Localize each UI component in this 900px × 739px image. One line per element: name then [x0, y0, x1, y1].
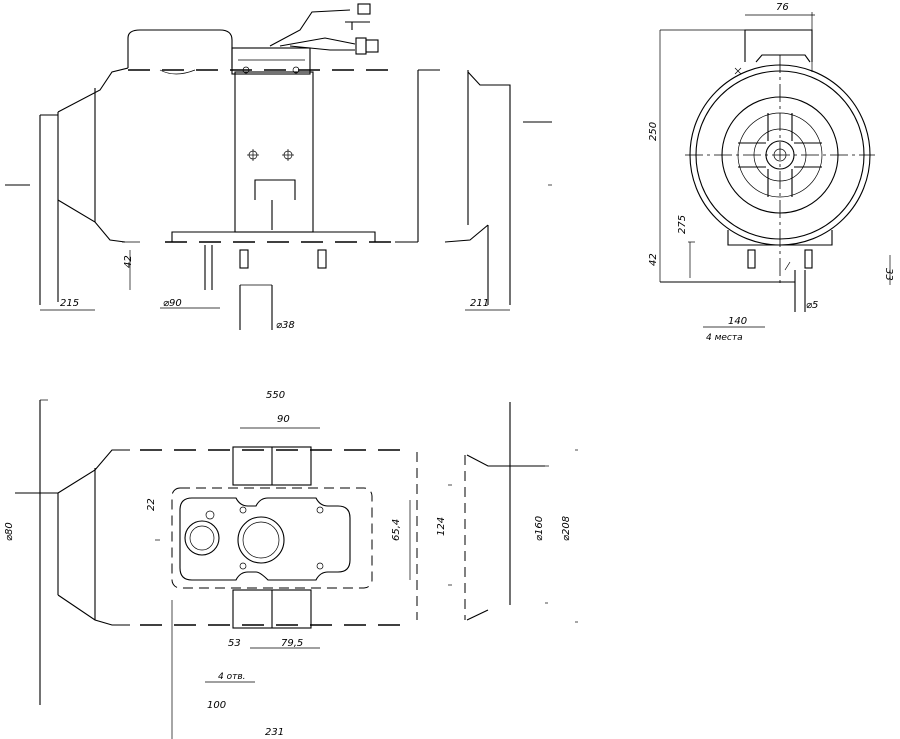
- side-dim-outlet: 211: [470, 298, 489, 309]
- side-dim-cap: ⌀38: [276, 320, 295, 331]
- front-dim-height-left: 250: [648, 122, 659, 141]
- side-dim-inlet: 215: [60, 298, 79, 309]
- top-dim-offset: 22: [146, 498, 157, 511]
- top-dim-holes: 4 отв.: [218, 672, 246, 682]
- top-dim-outer-diameter: ⌀208: [561, 516, 572, 541]
- top-dim-spacing-b: 79,5: [281, 638, 303, 649]
- side-view: 215 ⌀90 211 ⌀38 42: [5, 3, 552, 331]
- side-dim-offset: 42: [123, 255, 134, 268]
- side-dim-duct: ⌀90: [163, 298, 182, 309]
- top-dim-body-height: 124: [436, 517, 447, 536]
- top-dim-total: 231: [265, 727, 284, 738]
- front-dim-foot: 42: [648, 253, 659, 266]
- front-dim-base-note: 4 места: [706, 333, 743, 343]
- front-view: 76 250 275 42 33 ⌀5 140 4 места: [648, 2, 894, 343]
- top-dim-spacing-a: 53: [228, 638, 241, 649]
- top-view: 550 90 22 ⌀80 65,4 124 ⌀160 ⌀208 53 79,5…: [4, 390, 578, 739]
- top-dim-inlet: ⌀80: [4, 522, 15, 541]
- front-dim-top-width: 76: [776, 2, 789, 13]
- top-dim-plate-offset: 100: [207, 700, 226, 711]
- front-dim-hole: ⌀5: [806, 300, 818, 311]
- top-dim-plate-height: 65,4: [391, 519, 402, 541]
- top-dim-body-diameter: ⌀160: [534, 516, 545, 541]
- front-dim-right-offset: 33: [883, 268, 894, 281]
- top-dim-length: 550: [266, 390, 285, 401]
- front-dim-base: 140: [728, 316, 747, 327]
- front-dim-height-mid: 275: [677, 215, 688, 234]
- top-dim-mount-width: 90: [277, 414, 290, 425]
